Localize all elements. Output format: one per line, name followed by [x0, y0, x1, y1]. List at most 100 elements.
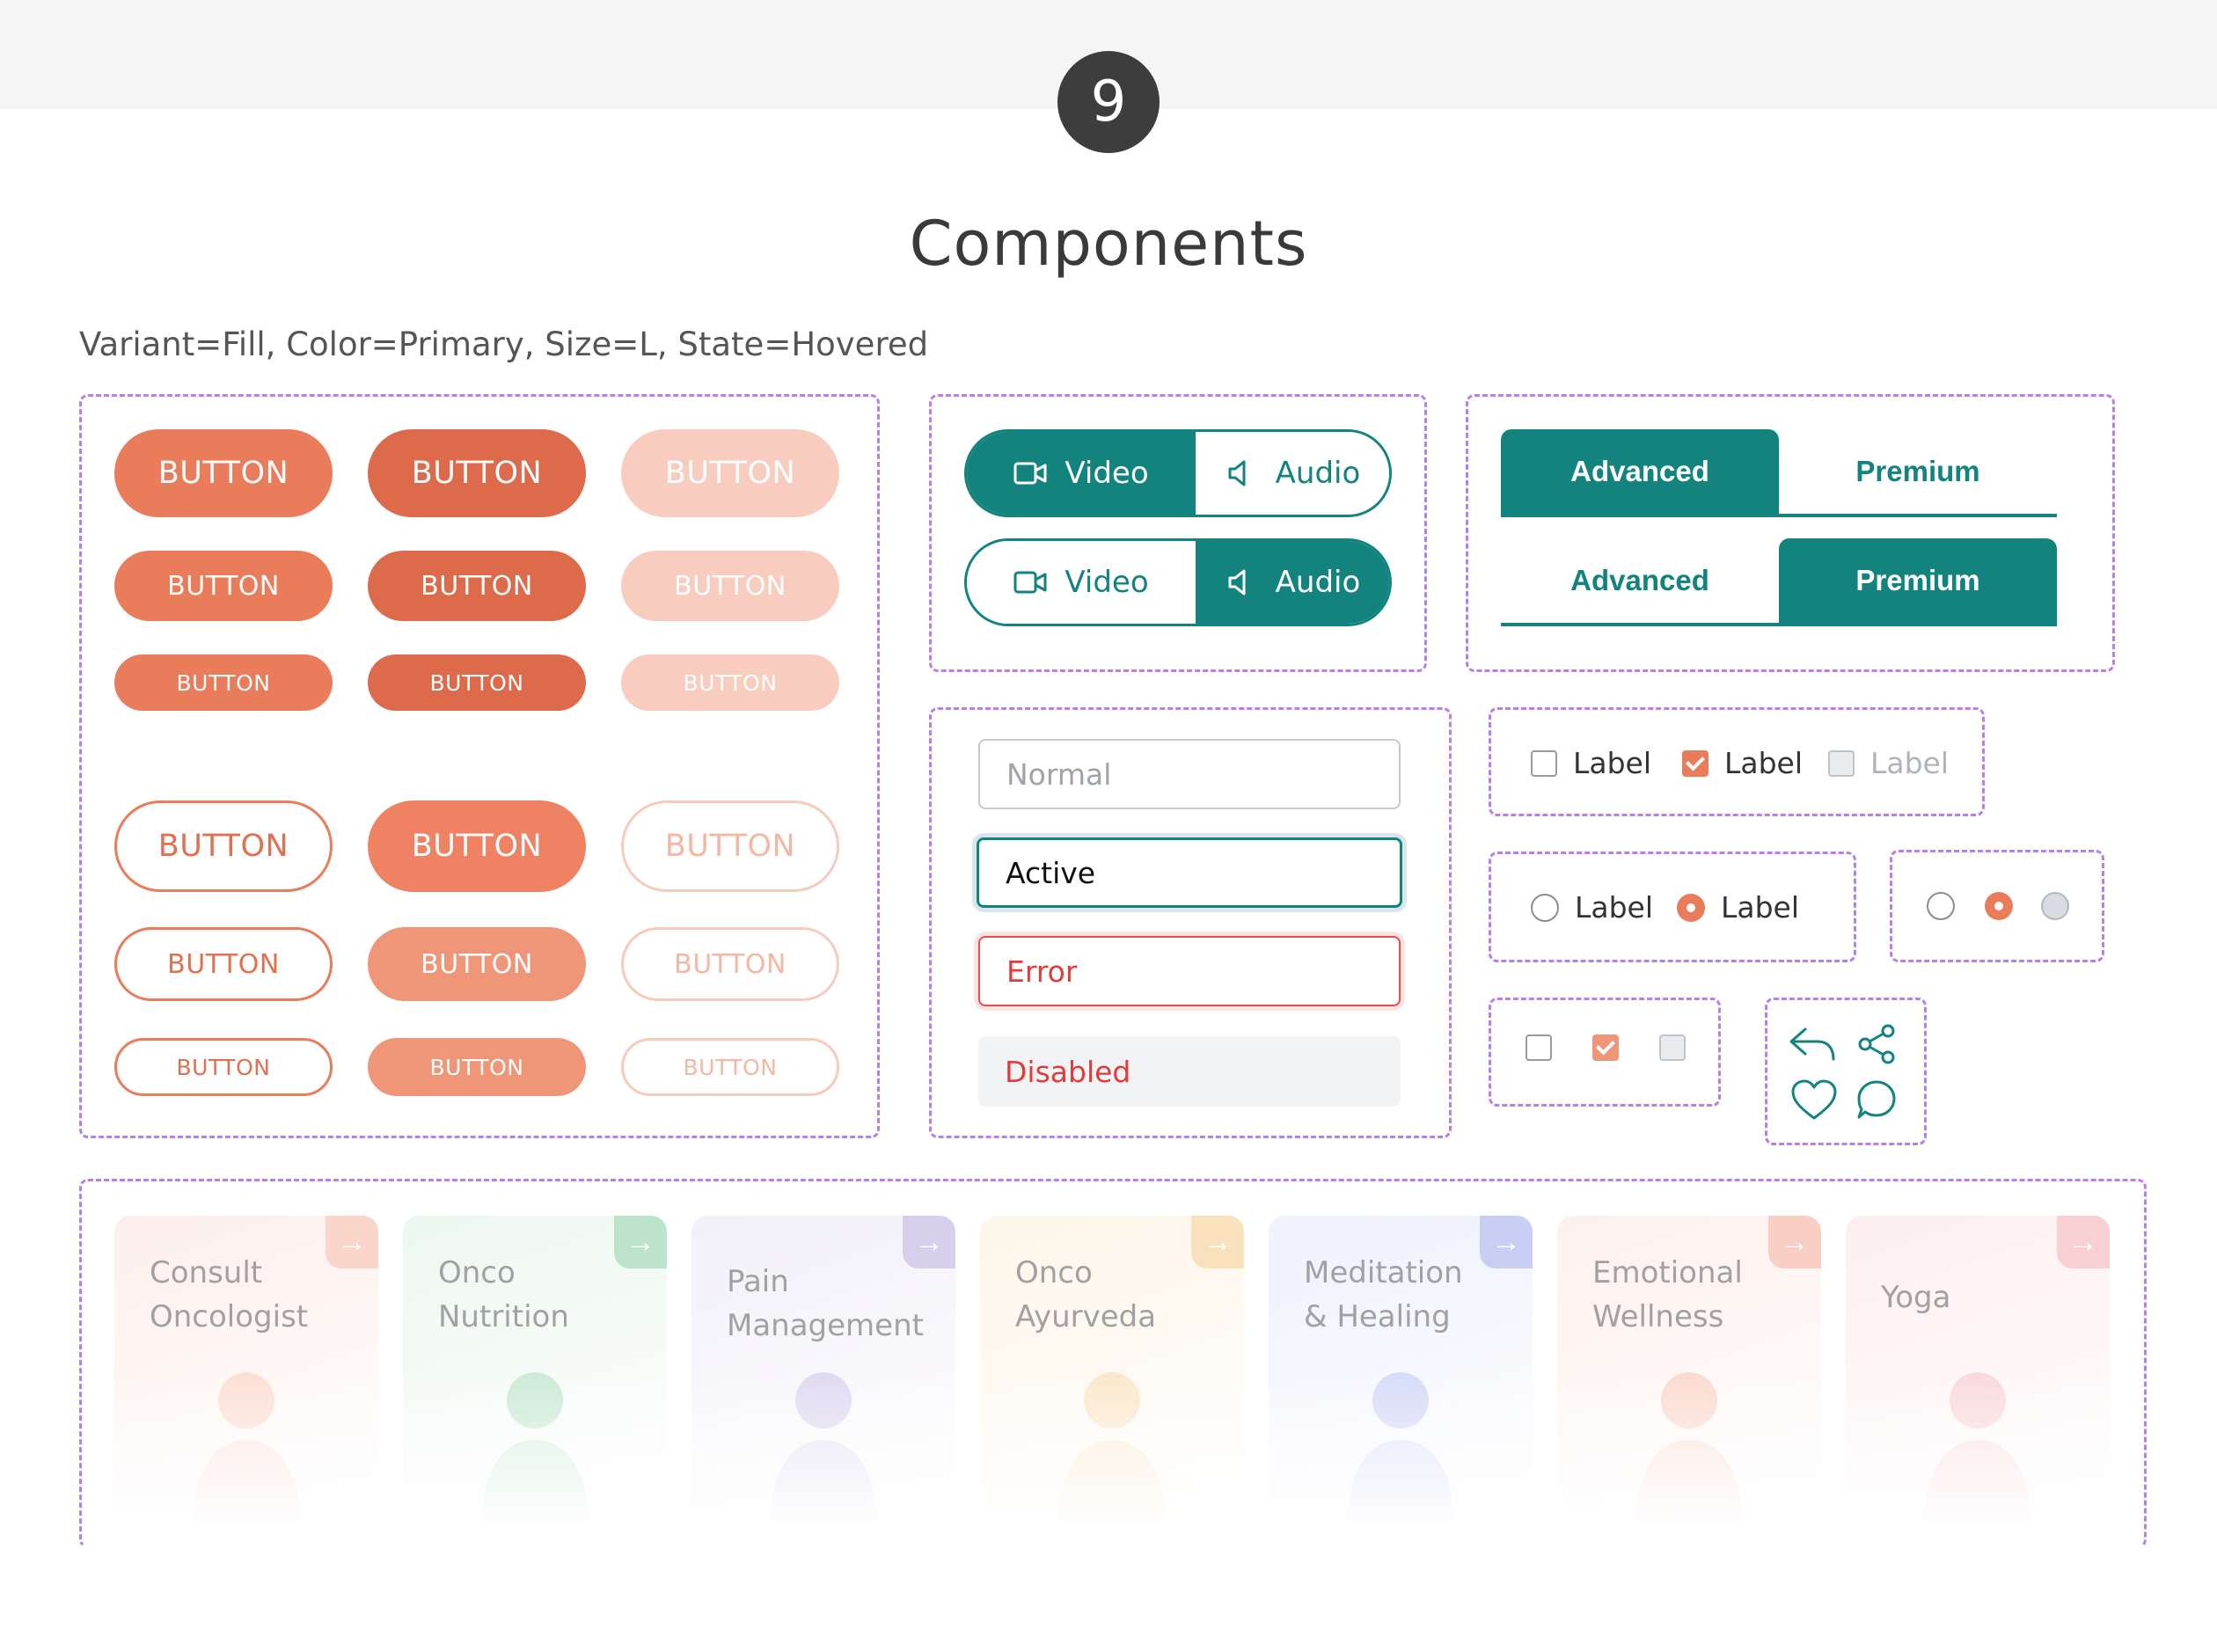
service-cards-group: [79, 1179, 2147, 1548]
radio-disabled-standalone: [2041, 892, 2069, 920]
checkbox-disabled-standalone: [1659, 1034, 1686, 1061]
arrow-right-icon[interactable]: →: [1191, 1216, 1244, 1268]
text-field-active[interactable]: Active: [977, 837, 1402, 908]
checkbox-checked-standalone[interactable]: [1592, 1034, 1619, 1061]
service-card-title: Yoga: [1881, 1276, 2092, 1319]
video-icon: [1013, 462, 1047, 485]
fill-button-large-disabled[interactable]: BUTTON: [621, 429, 839, 517]
service-card-title-line2: Nutrition: [438, 1299, 569, 1334]
outline-button-medium-disabled[interactable]: BUTTON: [621, 927, 839, 1001]
radio-selected[interactable]: Label: [1677, 890, 1799, 925]
fill-button-large-normal[interactable]: BUTTON: [114, 429, 333, 517]
outline-button-large-normal[interactable]: BUTTON: [114, 800, 333, 892]
tab-advanced[interactable]: Advanced: [1501, 429, 1779, 517]
segment-audio[interactable]: Audio: [1196, 432, 1389, 515]
action-icons-group: [1765, 998, 1927, 1145]
arrow-right-icon[interactable]: →: [614, 1216, 667, 1268]
fill-button-medium-hover[interactable]: BUTTON: [368, 551, 586, 621]
service-card-title-line1: Meditation: [1304, 1255, 1463, 1290]
segment-video[interactable]: Video: [967, 432, 1196, 515]
segment-audio-label: Audio: [1275, 565, 1361, 600]
service-card-title-line1: Consult: [150, 1255, 263, 1290]
service-card[interactable]: Yoga →: [1846, 1216, 2110, 1532]
service-card-title-line1: Onco: [1015, 1255, 1093, 1290]
speaker-icon: [1228, 569, 1246, 596]
text-field-group: [929, 707, 1452, 1138]
share-icon[interactable]: [1855, 1022, 1899, 1066]
segment-video[interactable]: Video: [967, 541, 1196, 624]
outline-button-large-hover[interactable]: BUTTON: [368, 800, 586, 892]
service-card-title-line1: Pain: [727, 1264, 789, 1299]
person-illustration-icon: [1348, 1372, 1453, 1524]
outline-button-small-normal[interactable]: BUTTON: [114, 1038, 333, 1096]
checkbox-label: Label: [1724, 746, 1804, 780]
person-illustration-icon: [1636, 1372, 1742, 1524]
checkbox-disabled: Label: [1828, 746, 1949, 780]
service-card-title-line2: Ayurveda: [1015, 1299, 1157, 1334]
fill-button-large-hover[interactable]: BUTTON: [368, 429, 586, 517]
radio-selected-standalone[interactable]: [1985, 892, 2013, 920]
checkbox-unchecked-standalone[interactable]: [1526, 1034, 1552, 1061]
arrow-right-icon[interactable]: →: [1480, 1216, 1533, 1268]
tab-premium[interactable]: Premium: [1779, 429, 2057, 517]
tab-advanced[interactable]: Advanced: [1501, 538, 1779, 626]
checkbox-unchecked[interactable]: Label: [1531, 746, 1651, 780]
heart-icon[interactable]: [1789, 1078, 1839, 1122]
segmented-control-audio-selected: Video Audio: [964, 538, 1392, 626]
outline-button-small-hover[interactable]: BUTTON: [368, 1038, 586, 1096]
checkbox-box-checked[interactable]: [1682, 749, 1708, 777]
tab-bar-advanced-selected: Advanced Premium: [1501, 429, 2057, 517]
service-card-title-line2: Management: [727, 1308, 924, 1343]
arrow-right-icon[interactable]: →: [1768, 1216, 1821, 1268]
radio-label: Label: [1721, 890, 1800, 925]
radio-circle-selected[interactable]: [1677, 893, 1705, 922]
segment-audio-label: Audio: [1275, 456, 1361, 491]
arrow-right-icon[interactable]: →: [326, 1216, 378, 1268]
fill-button-small-hover[interactable]: BUTTON: [368, 654, 586, 711]
arrow-right-icon[interactable]: →: [2057, 1216, 2110, 1268]
checkbox-checked[interactable]: Label: [1682, 746, 1803, 780]
text-field-error[interactable]: Error: [978, 936, 1401, 1006]
radio-unselected-standalone[interactable]: [1927, 892, 1955, 920]
checkbox-group: [1489, 707, 1985, 816]
comment-icon[interactable]: [1855, 1078, 1899, 1122]
person-illustration-icon: [1059, 1372, 1165, 1524]
radio-circle[interactable]: [1531, 893, 1559, 922]
step-badge: 9: [1057, 51, 1160, 153]
text-field-normal[interactable]: Normal: [978, 739, 1401, 809]
variant-caption: Variant=Fill, Color=Primary, Size=L, Sta…: [79, 325, 929, 363]
text-field-disabled[interactable]: Disabled: [978, 1036, 1401, 1107]
service-card-title-line2: Wellness: [1592, 1299, 1724, 1334]
outline-button-medium-normal[interactable]: BUTTON: [114, 927, 333, 1001]
tabs-group: [1466, 394, 2115, 672]
tab-premium[interactable]: Premium: [1779, 538, 2057, 626]
checkbox-label: Label: [1573, 746, 1652, 780]
outline-button-small-disabled[interactable]: BUTTON: [621, 1038, 839, 1096]
arrow-right-icon[interactable]: →: [903, 1216, 955, 1268]
outline-button-medium-hover[interactable]: BUTTON: [368, 927, 586, 1001]
service-card[interactable]: Meditation& Healing→: [1269, 1216, 1533, 1532]
fill-button-small-disabled[interactable]: BUTTON: [621, 654, 839, 711]
tab-bar-premium-selected: Advanced Premium: [1501, 538, 2057, 626]
checkbox-box[interactable]: [1531, 749, 1557, 777]
checkbox-box-disabled: [1828, 749, 1855, 777]
radio-unselected[interactable]: Label: [1531, 890, 1653, 925]
button-variants-group: [79, 394, 880, 1138]
video-icon: [1013, 571, 1047, 594]
fill-button-medium-normal[interactable]: BUTTON: [114, 551, 333, 621]
outline-button-large-disabled[interactable]: BUTTON: [621, 800, 839, 892]
segment-audio[interactable]: Audio: [1196, 541, 1389, 624]
reply-icon[interactable]: [1786, 1022, 1839, 1066]
speaker-icon: [1228, 460, 1246, 486]
fill-button-small-normal[interactable]: BUTTON: [114, 654, 333, 711]
fill-button-medium-disabled[interactable]: BUTTON: [621, 551, 839, 621]
